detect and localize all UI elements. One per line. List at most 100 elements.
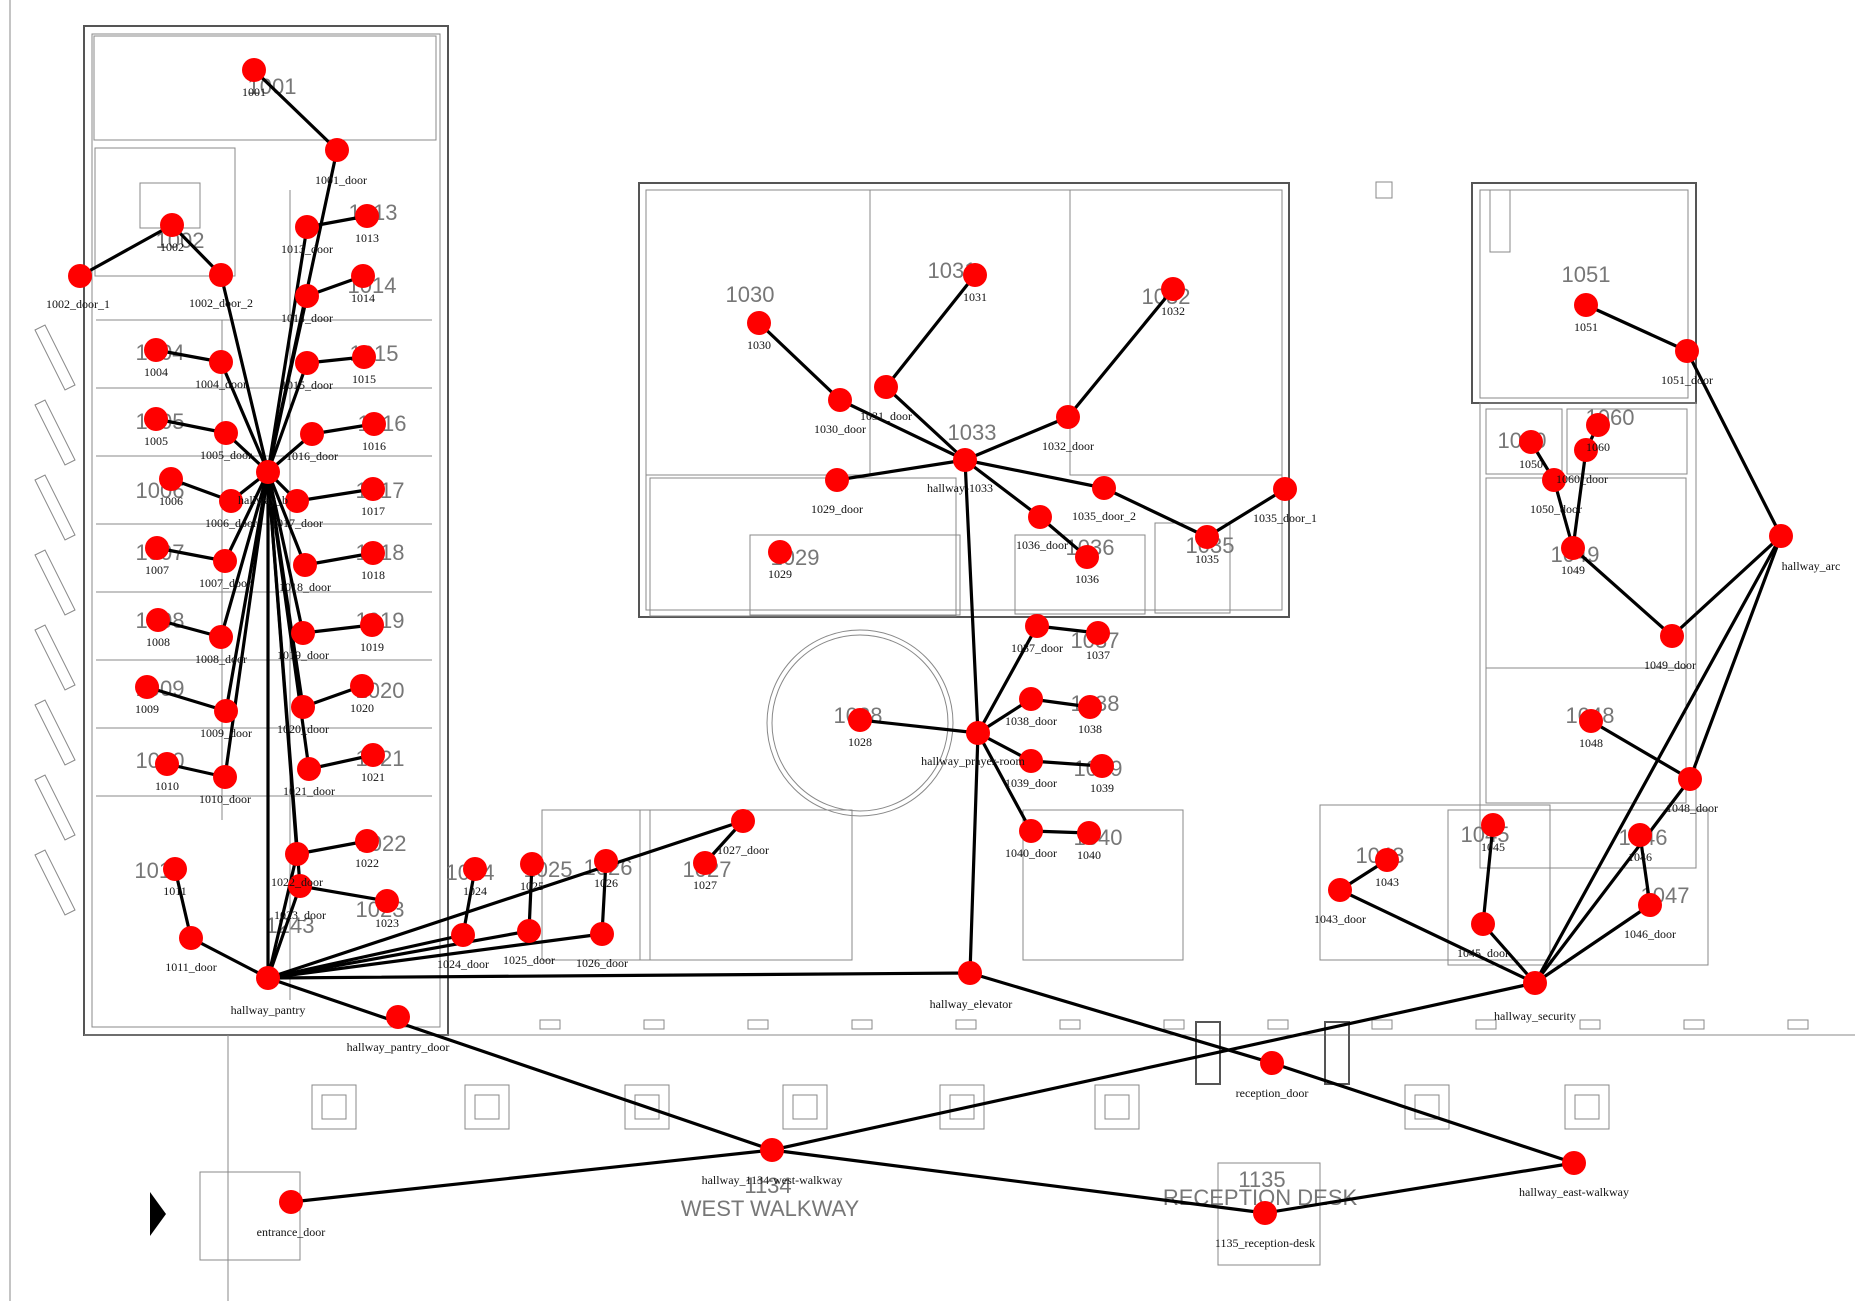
- node-1027[interactable]: [693, 851, 717, 875]
- node-1035-door-1[interactable]: [1273, 477, 1297, 501]
- node-1001-door[interactable]: [325, 138, 349, 162]
- node-1022[interactable]: [355, 829, 379, 853]
- node-1031-door[interactable]: [874, 375, 898, 399]
- node-1036-door[interactable]: [1028, 505, 1052, 529]
- node-1005[interactable]: [144, 407, 168, 431]
- node-1043[interactable]: [1375, 848, 1399, 872]
- node-1037[interactable]: [1086, 621, 1110, 645]
- node-1026-door[interactable]: [590, 922, 614, 946]
- node-1046[interactable]: [1628, 823, 1652, 847]
- node-1024-door[interactable]: [451, 923, 475, 947]
- node-1046-door[interactable]: [1638, 893, 1662, 917]
- node-1030-door[interactable]: [828, 388, 852, 412]
- node-1020-door[interactable]: [291, 695, 315, 719]
- node-1050-door[interactable]: [1542, 468, 1566, 492]
- node-1060[interactable]: [1586, 413, 1610, 437]
- node-1050[interactable]: [1519, 430, 1543, 454]
- node-1025-door[interactable]: [517, 919, 541, 943]
- node-1016-door[interactable]: [300, 422, 324, 446]
- node-1020[interactable]: [350, 674, 374, 698]
- node-1015-door[interactable]: [295, 351, 319, 375]
- node-1040[interactable]: [1077, 821, 1101, 845]
- node-1007[interactable]: [145, 536, 169, 560]
- node-1010-door[interactable]: [213, 765, 237, 789]
- node-1038[interactable]: [1078, 695, 1102, 719]
- node-hallway-pantry[interactable]: [256, 966, 280, 990]
- node-1039[interactable]: [1090, 754, 1114, 778]
- node-1019[interactable]: [360, 613, 384, 637]
- node-1001[interactable]: [242, 58, 266, 82]
- node-1023[interactable]: [375, 889, 399, 913]
- node-hallway-east-walkway[interactable]: [1562, 1151, 1586, 1175]
- node-1037-door[interactable]: [1025, 614, 1049, 638]
- node-1021-door[interactable]: [297, 757, 321, 781]
- node-1013-door[interactable]: [295, 215, 319, 239]
- node-1018-door[interactable]: [293, 553, 317, 577]
- node-1032[interactable]: [1161, 277, 1185, 301]
- node-1014-door[interactable]: [295, 284, 319, 308]
- node-1029[interactable]: [768, 540, 792, 564]
- node-1007-door[interactable]: [213, 549, 237, 573]
- node-1013[interactable]: [355, 204, 379, 228]
- node-1015[interactable]: [352, 345, 376, 369]
- node-1021[interactable]: [361, 743, 385, 767]
- node-1002-door-1[interactable]: [68, 264, 92, 288]
- node-1022-door[interactable]: [285, 842, 309, 866]
- node-1051-door[interactable]: [1675, 339, 1699, 363]
- node-1135-reception-desk[interactable]: [1253, 1201, 1277, 1225]
- node-1017-door[interactable]: [285, 489, 309, 513]
- node-1004-door[interactable]: [209, 350, 233, 374]
- node-1025[interactable]: [520, 852, 544, 876]
- node-1048-door[interactable]: [1678, 767, 1702, 791]
- node-1004[interactable]: [144, 338, 168, 362]
- node-1011[interactable]: [163, 857, 187, 881]
- node-1043-door[interactable]: [1328, 878, 1352, 902]
- node-1035-door-2[interactable]: [1092, 476, 1116, 500]
- node-1032-door[interactable]: [1056, 405, 1080, 429]
- node-1049-door[interactable]: [1660, 624, 1684, 648]
- node-1014[interactable]: [351, 264, 375, 288]
- node-1023-door[interactable]: [288, 874, 312, 898]
- node-1019-door[interactable]: [291, 621, 315, 645]
- node-1009[interactable]: [135, 675, 159, 699]
- node-hallway-elevator[interactable]: [958, 961, 982, 985]
- node-reception-door[interactable]: [1260, 1051, 1284, 1075]
- node-1045-door[interactable]: [1471, 912, 1495, 936]
- node-hallway-1033[interactable]: [953, 448, 977, 472]
- node-1017[interactable]: [361, 477, 385, 501]
- node-1011-door[interactable]: [179, 926, 203, 950]
- node-1018[interactable]: [361, 541, 385, 565]
- node-1060-door[interactable]: [1574, 438, 1598, 462]
- node-1008-door[interactable]: [209, 625, 233, 649]
- node-1038-door[interactable]: [1019, 687, 1043, 711]
- node-1049[interactable]: [1561, 536, 1585, 560]
- node-1048[interactable]: [1579, 709, 1603, 733]
- node-1030[interactable]: [747, 311, 771, 335]
- node-1009-door[interactable]: [214, 699, 238, 723]
- node-1039-door[interactable]: [1019, 749, 1043, 773]
- node-hallway-prayer-room[interactable]: [966, 721, 990, 745]
- node-1051[interactable]: [1574, 293, 1598, 317]
- node-hallway-pantry-door[interactable]: [386, 1005, 410, 1029]
- node-1040-door[interactable]: [1019, 819, 1043, 843]
- node-1045[interactable]: [1481, 813, 1505, 837]
- node-hallway-1134-west-walkway[interactable]: [760, 1138, 784, 1162]
- node-1031[interactable]: [963, 263, 987, 287]
- node-1035[interactable]: [1195, 525, 1219, 549]
- node-1005-door[interactable]: [214, 421, 238, 445]
- node-entrance-door[interactable]: [279, 1190, 303, 1214]
- node-1006[interactable]: [159, 467, 183, 491]
- node-1002-door-2[interactable]: [209, 263, 233, 287]
- node-1024[interactable]: [463, 857, 487, 881]
- node-1026[interactable]: [594, 849, 618, 873]
- node-1010[interactable]: [155, 752, 179, 776]
- node-1036[interactable]: [1075, 545, 1099, 569]
- node-hallway-arc[interactable]: [1769, 524, 1793, 548]
- node-1016[interactable]: [362, 412, 386, 436]
- node-hallway-security[interactable]: [1523, 971, 1547, 995]
- node-1029-door[interactable]: [825, 468, 849, 492]
- node-1027-door[interactable]: [731, 809, 755, 833]
- node-1028[interactable]: [848, 708, 872, 732]
- node-1006-door[interactable]: [219, 489, 243, 513]
- node-hallway-b[interactable]: [256, 460, 280, 484]
